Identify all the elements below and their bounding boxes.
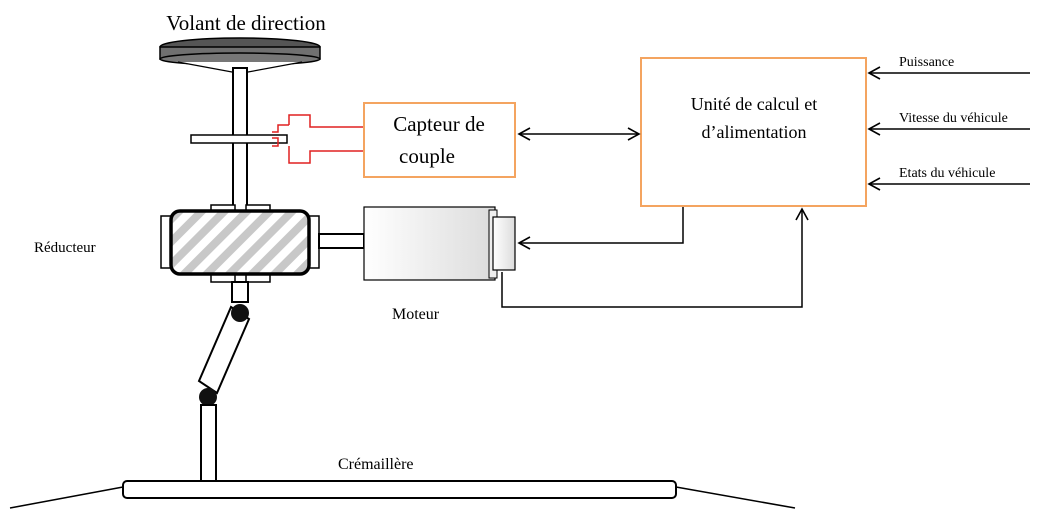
reducer-label: Réducteur	[34, 240, 96, 256]
ecu-label-1: Unité de calcul et	[691, 94, 817, 114]
motor-feedback-arrow	[501, 207, 809, 308]
sensor-wiring	[272, 114, 364, 164]
steering-column	[190, 67, 288, 221]
intermediate-shaft	[197, 281, 251, 483]
torque-sensor-label-2: couple	[399, 144, 455, 168]
ecu-motor-arrow	[517, 207, 684, 250]
steering-wheel	[159, 37, 321, 73]
rack	[9, 480, 796, 509]
ecu-label-2: d’alimentation	[702, 122, 807, 142]
motor-shaft	[318, 233, 365, 249]
motor-label: Moteur	[392, 306, 440, 323]
torque-sensor-label-1: Capteur de	[393, 112, 485, 136]
reducer	[160, 204, 320, 283]
input-label-speed: Vitesse du véhicule	[899, 111, 1008, 126]
motor	[363, 206, 516, 281]
steering-wheel-label: Volant de direction	[166, 11, 326, 35]
rack-label: Crémaillère	[338, 456, 414, 473]
input-label-states: Etats du véhicule	[899, 166, 995, 181]
ecu-box	[640, 57, 867, 207]
torque-sensor-box	[363, 102, 516, 178]
input-label-power: Puissance	[899, 55, 954, 70]
